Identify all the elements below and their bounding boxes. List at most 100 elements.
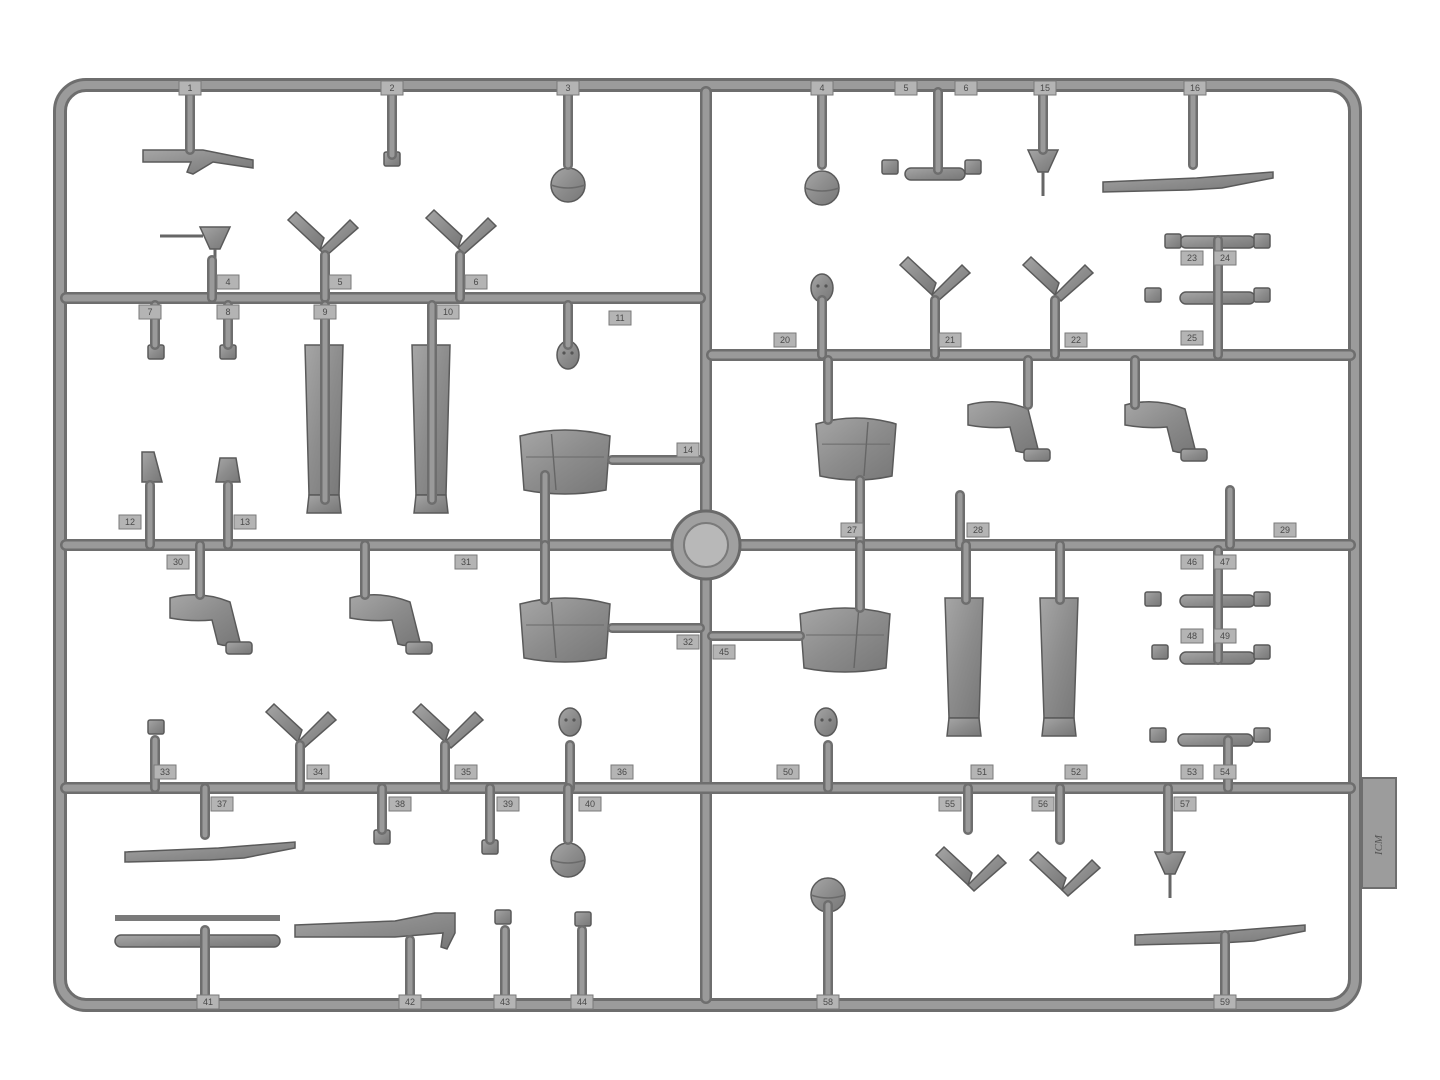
part-number-tag: 24	[1213, 250, 1237, 266]
part-number-label: 15	[1040, 83, 1050, 93]
part-number-box	[493, 994, 517, 1010]
part-number-label: 55	[945, 799, 955, 809]
shovel-part	[198, 226, 232, 273]
part-number-label: 51	[977, 767, 987, 777]
part-number-label: 53	[1187, 767, 1197, 777]
helmet-part	[550, 167, 586, 203]
part-number-label: 21	[945, 335, 955, 345]
part-number-box	[1180, 330, 1204, 346]
arm-pair-part	[898, 255, 972, 303]
arm-pair-part	[286, 210, 360, 258]
part-number-tag: 23	[1180, 250, 1204, 266]
part-number-label: 1	[187, 83, 192, 93]
part-number-tag: 59	[1213, 994, 1237, 1010]
pouch-part	[147, 719, 165, 735]
part-number-tag: 51	[970, 764, 994, 780]
part-number-tag: 4	[216, 274, 240, 290]
part-number-label: 38	[395, 799, 405, 809]
part-number-tag: 1	[178, 80, 202, 96]
logo-text: ICM	[1373, 834, 1385, 856]
part-number-label: 9	[322, 307, 327, 317]
pouch-part	[1253, 233, 1271, 249]
part-number-box	[138, 304, 162, 320]
part-number-box	[966, 522, 990, 538]
part-number-tag: 58	[816, 994, 840, 1010]
part-number-label: 25	[1187, 333, 1197, 343]
part-number-label: 3	[565, 83, 570, 93]
part-number-tag: 35	[454, 764, 478, 780]
part-number-tag: 37	[210, 796, 234, 812]
part-number-tag: 41	[196, 994, 220, 1010]
part-number-label: 58	[823, 997, 833, 1007]
part-number-tag: 25	[1180, 330, 1204, 346]
part-number-box	[1180, 250, 1204, 266]
part-number-label: 10	[443, 307, 453, 317]
part-number-label: 45	[719, 647, 729, 657]
part-number-label: 6	[473, 277, 478, 287]
part-number-tag: 6	[464, 274, 488, 290]
part-number-tag: 56	[1031, 796, 1055, 812]
part-number-box	[712, 644, 736, 660]
torso-part	[519, 429, 611, 495]
part-number-label: 44	[577, 997, 587, 1007]
part-number-tag: 5	[328, 274, 352, 290]
part-number-tag: 44	[570, 994, 594, 1010]
part-number-tag: 11	[608, 310, 632, 326]
part-number-box	[556, 80, 580, 96]
part-number-box	[233, 514, 257, 530]
part-number-box	[938, 332, 962, 348]
pouch-part	[1149, 727, 1167, 743]
part-number-label: 16	[1190, 83, 1200, 93]
leg-bent-part	[169, 594, 253, 655]
part-number-label: 32	[683, 637, 693, 647]
part-number-tag: 12	[118, 514, 142, 530]
part-number-box	[610, 764, 634, 780]
part-number-label: 4	[225, 277, 230, 287]
part-number-tag: 6	[954, 80, 978, 96]
part-number-label: 57	[1180, 799, 1190, 809]
part-number-tag: 57	[1173, 796, 1197, 812]
part-number-label: 39	[503, 799, 513, 809]
helmet-part	[550, 842, 586, 878]
part-number-box	[1183, 80, 1207, 96]
helmet-part	[810, 877, 846, 913]
shovel-part	[1153, 851, 1187, 898]
part-number-label: 33	[160, 767, 170, 777]
part-number-box	[1064, 764, 1088, 780]
smg-part	[142, 149, 254, 175]
part-number-box	[1213, 628, 1237, 644]
part-number-box	[1064, 332, 1088, 348]
part-number-label: 41	[203, 997, 213, 1007]
part-number-tag: 43	[493, 994, 517, 1010]
head-part	[814, 707, 838, 737]
pouch-part	[964, 159, 982, 175]
part-number-box	[313, 304, 337, 320]
part-number-tag: 20	[773, 332, 797, 348]
part-number-tag: 40	[578, 796, 602, 812]
part-number-tag: 30	[166, 554, 190, 570]
part-number-label: 30	[173, 557, 183, 567]
part-number-label: 47	[1220, 557, 1230, 567]
part-number-label: 8	[225, 307, 230, 317]
canteen-part	[215, 457, 241, 483]
center-hub	[670, 509, 742, 581]
part-number-tag: 53	[1180, 764, 1204, 780]
arm-pair-part	[264, 702, 338, 750]
part-number-box	[496, 796, 520, 812]
pouch-part	[881, 159, 899, 175]
part-number-label: 11	[615, 313, 624, 323]
part-number-box	[1213, 250, 1237, 266]
rifle-part	[124, 841, 296, 863]
part-number-box	[380, 80, 404, 96]
part-number-tag: 54	[1213, 764, 1237, 780]
part-number-box	[1180, 764, 1204, 780]
bar-part	[1177, 733, 1254, 747]
part-number-label: 13	[240, 517, 250, 527]
part-number-box	[153, 764, 177, 780]
part-number-label: 49	[1220, 631, 1230, 641]
head-part	[558, 707, 582, 737]
part-number-box	[1180, 628, 1204, 644]
pouch-part	[1164, 233, 1182, 249]
